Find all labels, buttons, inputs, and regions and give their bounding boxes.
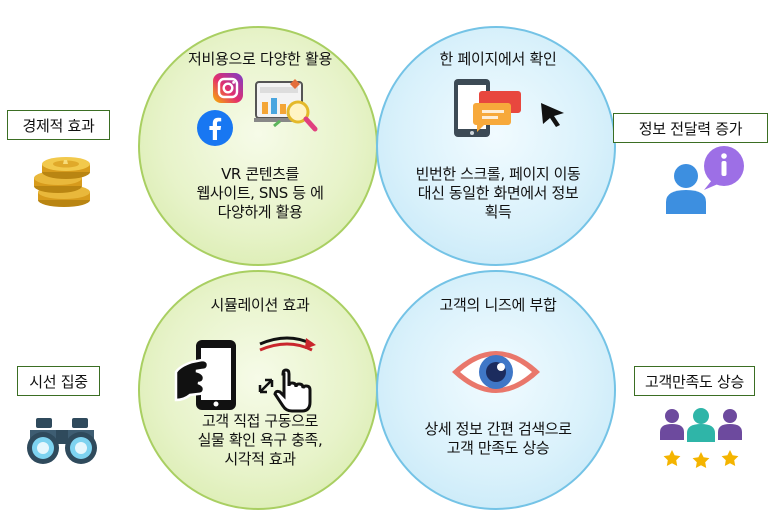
desc-line: 빈번한 스크롤, 페이지 이동 [415, 165, 581, 183]
circle-one-page: 한 페이지에서 확인 빈번한 스크롤, 페이지 이동 대신 동일한 화면에서 정… [376, 26, 616, 266]
desc-line: 상세 정보 간편 검색으로 [424, 420, 572, 438]
circle-title: 시뮬레이션 효과 [210, 296, 310, 314]
coins-icon [34, 157, 90, 207]
desc-line: 실물 확인 욕구 충족, [197, 431, 323, 449]
desc-line: VR 콘텐츠를 [221, 165, 299, 183]
label-attention: 시선 집중 [17, 366, 100, 396]
eye-icon [452, 351, 540, 393]
person-info-icon [666, 146, 744, 214]
desc-line: 웹사이트, SNS 등 에 [196, 184, 324, 202]
facebook-icon [197, 110, 233, 146]
circle-title: 고객의 니즈에 부합 [439, 296, 557, 314]
label-info-delivery: 정보 전달력 증가 [613, 113, 768, 143]
circle-low-cost: 저비용으로 다양한 활용 VR 콘텐츠를 웹사이트, SNS 등 에 다양하게 … [138, 26, 378, 266]
label-satisfaction: 고객만족도 상승 [634, 366, 755, 396]
rotate-gesture-icon [258, 336, 316, 413]
circle-desc: 빈번한 스크롤, 페이지 이동 대신 동일한 화면에서 정보 획득 [388, 165, 608, 222]
desc-line: 시각적 효과 [224, 450, 296, 468]
desc-line: 고객 직접 구동으로 [202, 412, 318, 430]
desc-line: 획득 [484, 203, 512, 221]
instagram-icon [213, 73, 243, 103]
team-stars-icon [660, 408, 742, 468]
binoculars-icon [27, 418, 97, 464]
cursor-icon [541, 103, 564, 127]
label-economic-effect: 경제적 효과 [7, 110, 110, 140]
phone-chat-icon [454, 79, 521, 137]
circle-desc: VR 콘텐츠를 웹사이트, SNS 등 에 다양하게 활용 [150, 165, 370, 222]
analytics-icon [254, 79, 318, 132]
circle-title: 저비용으로 다양한 활용 [188, 50, 332, 68]
circle-desc: 상세 정보 간편 검색으로 고객 만족도 상승 [388, 420, 608, 458]
desc-line: 다양하게 활용 [217, 203, 303, 221]
desc-line: 대신 동일한 화면에서 정보 [417, 184, 579, 202]
circle-desc: 고객 직접 구동으로 실물 확인 욕구 충족, 시각적 효과 [150, 412, 370, 469]
circle-title: 한 페이지에서 확인 [439, 50, 557, 68]
desc-line: 고객 만족도 상승 [446, 439, 550, 457]
hand-phone-icon [174, 340, 236, 410]
